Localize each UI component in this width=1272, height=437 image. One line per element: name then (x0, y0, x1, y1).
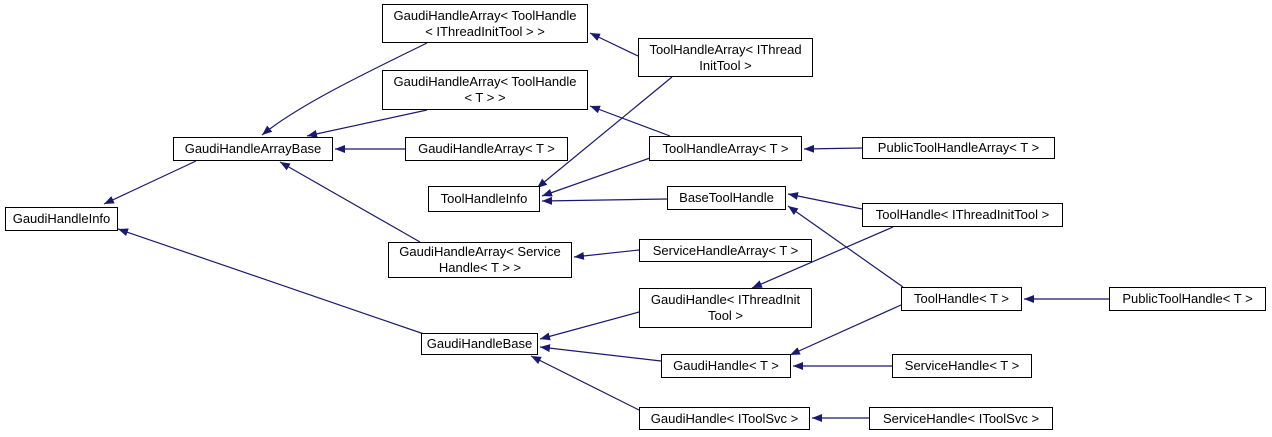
class-node-servicehandle-itoolsvc[interactable]: ServiceHandle< IToolSvc > (869, 407, 1053, 430)
inherits-edge-gaudihandle-ithreadinittool--gaudihandlebase (539, 311, 640, 341)
inherits-edge-toolhandle-ithreadinittool--basetoolhandle (787, 192, 863, 210)
class-node-label: ToolHandle< IThreadInitTool > (875, 207, 1050, 222)
class-node-gaudihandlearray-t[interactable]: GaudiHandleArray< T > (405, 137, 568, 161)
class-node-label: GaudiHandle< IToolSvc > (650, 410, 799, 426)
class-node-label: < IThreadInitTool > > (425, 23, 545, 39)
inherits-edge-gaudihandlearray-toolhandle-ithreadinittool--gaudihandlearraybase (261, 42, 428, 136)
class-node-label: InitTool > (699, 57, 752, 73)
class-node-label: PublicToolHandleArray< T > (877, 140, 1040, 155)
class-node-gaudihandlearray-toolhandle-ithreadinittool[interactable]: GaudiHandleArray< ToolHandle< IThreadIni… (382, 4, 588, 43)
class-node-publictoolhandlearray-t[interactable]: PublicToolHandleArray< T > (862, 137, 1055, 159)
class-node-label: GaudiHandle< T > (673, 358, 779, 373)
inherits-edge-gaudihandle-t--gaudihandlebase (539, 344, 662, 362)
inherits-edge-publictoolhandlearray-t--toolhandlearray-t (803, 144, 863, 153)
class-node-label: GaudiHandleInfo (12, 211, 111, 226)
class-node-label: GaudiHandle< IThreadInit (650, 292, 801, 307)
inherits-edge-toolhandlearray-t--toolhandleinfo (541, 157, 651, 197)
inherits-edge-toolhandle-t--basetoolhandle (787, 205, 904, 288)
class-node-gaudihandlebase[interactable]: GaudiHandleBase (421, 333, 538, 355)
class-node-toolhandlearray-t[interactable]: ToolHandleArray< T > (649, 136, 802, 161)
inherits-edge-toolhandlearray-ithreadinittool--toolhandleinfo (536, 76, 673, 189)
class-node-toolhandle-ithreadinittool[interactable]: ToolHandle< IThreadInitTool > (862, 203, 1063, 227)
class-node-label: GaudiHandleArrayBase (184, 141, 322, 156)
inherits-edge-basetoolhandle--toolhandleinfo (541, 196, 668, 205)
inherits-edge-toolhandlearray-ithreadinittool--gaudihandlearray-toolhandle-ithreadinittool (589, 32, 639, 57)
inherits-edge-servicehandlearray-t--gaudihandlearray-servicehandle-t (573, 249, 640, 260)
class-node-label: Tool > (707, 308, 744, 323)
class-node-label: < T > > (464, 90, 506, 105)
class-node-label: ServiceHandle< IToolSvc > (882, 410, 1040, 426)
inherits-edge-toolhandle-ithreadinittool--gaudihandle-ithreadinittool (751, 226, 894, 289)
inherits-edge-gaudihandle-itoolsvc--gaudihandlebase (530, 355, 640, 411)
class-node-publictoolhandle-t[interactable]: PublicToolHandle< T > (1109, 287, 1266, 311)
class-node-label: ServiceHandle< T > (904, 358, 1020, 373)
class-node-gaudihandle-itoolsvc[interactable]: GaudiHandle< IToolSvc > (639, 407, 810, 430)
class-node-label: ToolHandleArray< T > (662, 140, 789, 156)
class-node-label: ToolHandle< T > (914, 291, 1009, 306)
class-node-label: GaudiHandleArray< Service (399, 244, 561, 259)
class-node-label: ToolHandleArray< IThread (649, 41, 802, 57)
class-node-label: ServiceHandleArray< T > (652, 242, 799, 258)
inherits-edge-gaudihandlebase--gaudihandleinfo (117, 228, 425, 335)
class-node-servicehandlearray-t[interactable]: ServiceHandleArray< T > (639, 239, 812, 262)
class-node-label: PublicToolHandle< T > (1122, 291, 1253, 306)
inherits-edge-toolhandlearray-t--gaudihandlearray-toolhandle-t (589, 105, 671, 137)
class-node-label: GaudiHandleArray< ToolHandle (393, 7, 577, 23)
class-node-gaudihandle-t[interactable]: GaudiHandle< T > (661, 354, 791, 378)
inherits-edge-gaudihandlearray-toolhandle-t--gaudihandlearraybase (306, 109, 428, 138)
inherits-edge-gaudihandlearraybase--gaudihandleinfo (103, 160, 197, 205)
class-node-basetoolhandle[interactable]: BaseToolHandle (667, 186, 786, 210)
class-node-toolhandle-t[interactable]: ToolHandle< T > (901, 287, 1022, 311)
inherits-edge-toolhandle-t--gaudihandle-t (789, 304, 902, 356)
class-node-label: GaudiHandleArray< ToolHandle (393, 74, 577, 89)
class-node-label: GaudiHandleArray< T > (418, 141, 555, 156)
inherits-edge-gaudihandlearray-servicehandle-t--gaudihandlearraybase (279, 161, 421, 243)
class-node-label: ToolHandleInfo (440, 191, 528, 206)
class-node-gaudihandleinfo[interactable]: GaudiHandleInfo (5, 207, 118, 231)
class-node-label: Handle< T > > (438, 260, 522, 275)
class-node-label: GaudiHandleBase (426, 336, 533, 351)
class-node-gaudihandlearray-toolhandle-t[interactable]: GaudiHandleArray< ToolHandle< T > > (382, 70, 588, 110)
class-node-servicehandle-t[interactable]: ServiceHandle< T > (892, 354, 1032, 378)
class-node-label: BaseToolHandle (679, 190, 774, 205)
class-node-gaudihandlearraybase[interactable]: GaudiHandleArrayBase (173, 137, 333, 161)
class-node-toolhandleinfo[interactable]: ToolHandleInfo (428, 186, 540, 212)
